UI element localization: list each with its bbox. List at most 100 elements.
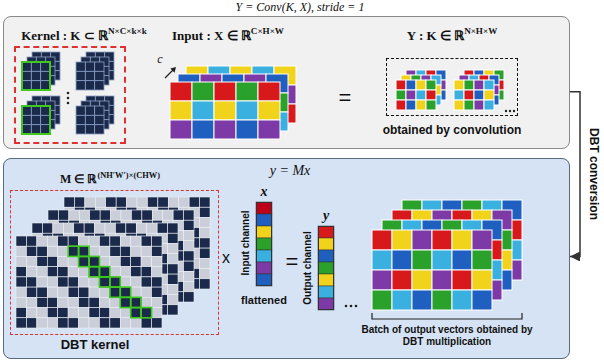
matrix-cell (58, 297, 68, 307)
kernel-cell (95, 81, 104, 90)
superscript: (NH′W′)×(CHW) (97, 171, 160, 180)
panel-ground (3, 158, 570, 359)
matrix-cell (47, 236, 57, 246)
matrix-cell (141, 318, 151, 328)
matrix-cell (58, 318, 68, 328)
grid-cell (426, 100, 436, 110)
grid-cell (236, 82, 258, 101)
matrix-cell (142, 210, 152, 220)
matrix-cell (110, 318, 120, 328)
matrix-ground (48, 210, 194, 302)
grid-cell (432, 250, 452, 270)
matrix-cell (110, 267, 120, 277)
grid-cell (432, 290, 452, 310)
matrix-cell (168, 274, 178, 284)
grid-cell (214, 120, 236, 139)
output-batch (392, 210, 512, 290)
highlight-outline (120, 287, 130, 297)
matrix-cell (53, 223, 63, 233)
matrix-cell (141, 277, 151, 287)
matrix-cell (100, 210, 110, 220)
matrix-cell (37, 256, 47, 266)
matrix-cell (131, 267, 141, 277)
matrix-cell (79, 210, 89, 220)
matrix-cell (58, 267, 68, 277)
matrix-cell (68, 277, 78, 287)
matrix-cell (115, 223, 125, 233)
grid-cell (426, 90, 436, 100)
matrix-cell (79, 287, 89, 297)
matrix-ground (32, 223, 178, 315)
matrix-cell (110, 287, 120, 297)
matrix-cell (152, 318, 162, 328)
matrix-cell (99, 236, 109, 246)
grid-cell (452, 270, 472, 290)
matrix-cell (79, 256, 89, 266)
matrix-cell (152, 308, 162, 318)
grid-cell (396, 100, 406, 110)
grid-cell (412, 270, 432, 290)
matrix-cell (120, 297, 130, 307)
equals-sign: = (339, 85, 352, 110)
grid-cell (258, 120, 280, 139)
grid-cell (416, 90, 426, 100)
vector-cell (256, 250, 272, 262)
matrix-cell (16, 246, 26, 256)
kernel-filter (22, 62, 50, 90)
matrix-cell (168, 305, 178, 315)
grid-cell (474, 80, 484, 90)
matrix-cell (26, 246, 36, 256)
matrix-cell (184, 230, 194, 240)
matrix-cell (184, 292, 194, 302)
matrix-cell (200, 279, 210, 289)
matrix-cell (47, 277, 57, 287)
matrix-cell (131, 308, 141, 318)
matrix-cell (99, 246, 109, 256)
highlight-outline (79, 256, 89, 266)
matrix-cell (32, 223, 42, 233)
vector-cell (256, 202, 272, 214)
matrix-cell (157, 223, 167, 233)
grid-cell (474, 100, 484, 110)
matrix-cell (26, 297, 36, 307)
matrix-heading: M ∈ ℝ(NH′W′)×(CHW) (60, 173, 160, 187)
output-batch (402, 200, 522, 280)
grid-cell (412, 270, 432, 290)
vector-cell (318, 262, 334, 274)
matrix-cell (99, 267, 109, 277)
kernel-filter (76, 106, 104, 134)
matrix-cell (179, 197, 189, 207)
edge-label: DBT conversion (586, 127, 600, 221)
grid-cell (472, 270, 492, 290)
matrix-cell (85, 197, 95, 207)
grid-cell (452, 270, 472, 290)
kernel-cell (95, 115, 104, 124)
matrix-cell (189, 197, 199, 207)
vector-cell (256, 226, 272, 238)
matrix-cell (58, 246, 68, 256)
grid-cell (432, 230, 452, 250)
highlight-outline (89, 256, 99, 266)
matrix-cell (168, 264, 178, 274)
matrix-cell (68, 256, 78, 266)
kernel-cell (41, 115, 50, 124)
text-part: M ∈ ℝ (60, 172, 97, 186)
highlight-outline (89, 267, 99, 277)
vector-cell (318, 298, 334, 310)
matrix-cell (89, 246, 99, 256)
kernel-cell (22, 125, 31, 134)
input-map (186, 66, 296, 123)
equals-sign: = (286, 249, 299, 274)
matrix-cell (120, 256, 130, 266)
highlight-outline (110, 277, 120, 287)
kernel-cell (41, 71, 50, 80)
grid-cell (472, 230, 492, 250)
ellipsis-dot (67, 102, 70, 105)
matrix-cell (58, 277, 68, 287)
dbt-kernel-box: DBT kernel (10, 190, 219, 335)
matrix-cell (116, 197, 126, 207)
kernel-cell (22, 81, 31, 90)
matrix-cell (168, 243, 178, 253)
matrix-cell (110, 236, 120, 246)
matrix-cell (47, 308, 57, 318)
